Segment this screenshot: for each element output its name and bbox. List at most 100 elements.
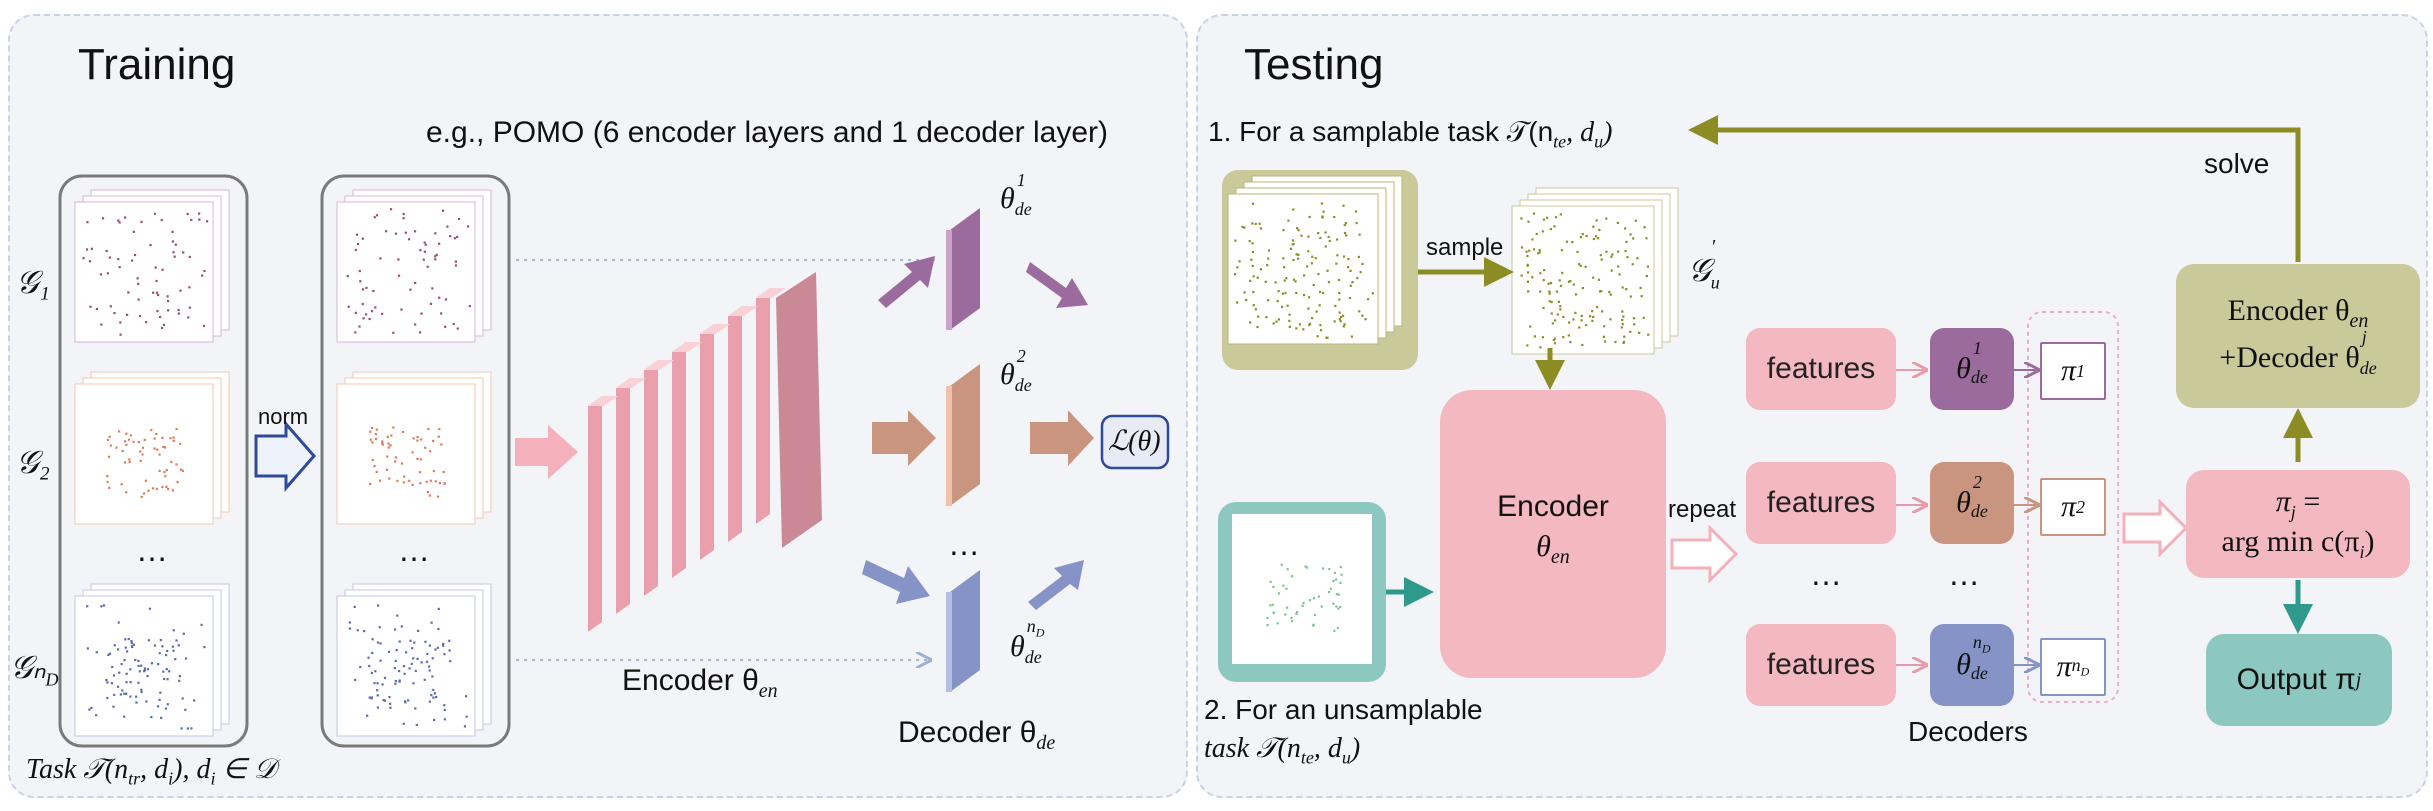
graph-node bbox=[1333, 215, 1336, 219]
graph-node bbox=[1591, 319, 1594, 322]
graph-stack-n-left bbox=[74, 583, 230, 737]
graph-node bbox=[188, 286, 191, 289]
graph-node bbox=[368, 664, 371, 668]
graph-node bbox=[422, 258, 425, 261]
graph-node bbox=[369, 482, 372, 485]
graph-node bbox=[129, 434, 132, 437]
arrow-to-decoder-n bbox=[862, 560, 930, 604]
graph-node bbox=[369, 430, 372, 433]
graph-node bbox=[1623, 335, 1626, 338]
graph-node bbox=[1292, 258, 1295, 262]
graph-node bbox=[1553, 337, 1556, 340]
graph-node bbox=[1326, 269, 1329, 272]
graph-node bbox=[1562, 315, 1565, 318]
graph-node bbox=[448, 639, 451, 642]
graph-node bbox=[379, 642, 382, 645]
graph-node bbox=[409, 288, 412, 291]
graph-node bbox=[1290, 575, 1294, 578]
graph-node bbox=[172, 629, 175, 632]
loss-box bbox=[1100, 414, 1170, 470]
graph-node bbox=[1335, 593, 1338, 596]
graph-node bbox=[1295, 291, 1298, 295]
test-encoder-box bbox=[1440, 390, 1666, 678]
graph-node bbox=[157, 663, 160, 666]
graph-node bbox=[154, 266, 157, 269]
graph-node bbox=[420, 312, 423, 315]
graph-node bbox=[166, 487, 170, 491]
graph-node bbox=[1526, 280, 1530, 283]
graph-node bbox=[1243, 226, 1246, 229]
graph-node bbox=[150, 716, 153, 719]
graph-node bbox=[174, 658, 177, 661]
graph-node bbox=[107, 653, 110, 656]
graph-node bbox=[455, 235, 459, 239]
graph-node bbox=[398, 640, 401, 643]
graph-node bbox=[376, 706, 379, 709]
graph-node bbox=[402, 217, 405, 220]
graph-node bbox=[125, 443, 128, 447]
graph-node bbox=[111, 665, 114, 669]
graph-node bbox=[1291, 243, 1294, 246]
graph-node bbox=[1574, 311, 1577, 315]
graph-node bbox=[424, 446, 427, 449]
graph-node bbox=[108, 486, 111, 489]
graph-node bbox=[1527, 220, 1530, 223]
graph-node bbox=[1257, 315, 1260, 318]
graph-node bbox=[1249, 321, 1252, 324]
graph-node bbox=[149, 243, 152, 247]
graph-node bbox=[382, 699, 385, 702]
testing-title: Testing bbox=[1244, 40, 1384, 89]
graph-node bbox=[109, 305, 112, 308]
graph-node bbox=[1614, 340, 1617, 344]
graph-node bbox=[1558, 279, 1561, 282]
graph-node bbox=[1572, 318, 1575, 321]
graph-node bbox=[1338, 298, 1341, 301]
graph-node bbox=[143, 669, 146, 672]
encoder-layer bbox=[728, 306, 758, 542]
encoder-layer bbox=[756, 288, 786, 524]
argmin-line-2: arg min c(πi) bbox=[2221, 525, 2375, 562]
graph-node bbox=[140, 664, 143, 667]
graph-node bbox=[181, 469, 185, 472]
graph-node bbox=[432, 470, 436, 473]
graph-node bbox=[1358, 233, 1361, 236]
graph-node bbox=[1599, 254, 1602, 257]
graph-node bbox=[1356, 276, 1359, 280]
graph-node bbox=[1333, 629, 1336, 632]
graph-node bbox=[160, 219, 163, 222]
graph-node bbox=[438, 242, 441, 245]
graph-node bbox=[172, 649, 175, 652]
graph-node bbox=[1251, 250, 1255, 254]
graph-node bbox=[1550, 300, 1553, 304]
graph-node bbox=[1336, 254, 1339, 257]
graph-node bbox=[113, 693, 116, 697]
graph-stack-2-right bbox=[336, 371, 492, 525]
graph-node bbox=[1602, 335, 1606, 338]
graph-node bbox=[1647, 333, 1650, 336]
graph-node bbox=[381, 440, 384, 443]
graph-node bbox=[449, 235, 452, 238]
graph-node bbox=[124, 646, 127, 649]
graph-node bbox=[354, 331, 357, 334]
normalized-graphs-group bbox=[320, 174, 511, 748]
graph-node bbox=[142, 492, 146, 495]
graph-node bbox=[376, 641, 380, 644]
graph-node bbox=[1236, 266, 1239, 269]
graph-node bbox=[132, 643, 136, 646]
graph-node bbox=[162, 445, 165, 448]
graph-node bbox=[1526, 254, 1529, 258]
graph-node bbox=[1266, 299, 1270, 302]
graph-node bbox=[1264, 280, 1267, 283]
graph-node bbox=[442, 644, 445, 647]
graph-node bbox=[125, 681, 128, 684]
arrow-to-decoder-1 bbox=[878, 256, 935, 308]
graph-node bbox=[1238, 260, 1241, 263]
graph-node bbox=[139, 459, 142, 462]
graph-node bbox=[375, 214, 379, 217]
graph-node bbox=[412, 437, 415, 440]
graph-node bbox=[1538, 251, 1541, 254]
graph-node bbox=[437, 627, 440, 631]
graph-node bbox=[362, 630, 366, 633]
graph-node bbox=[1343, 323, 1346, 326]
graph-node bbox=[1334, 304, 1337, 308]
